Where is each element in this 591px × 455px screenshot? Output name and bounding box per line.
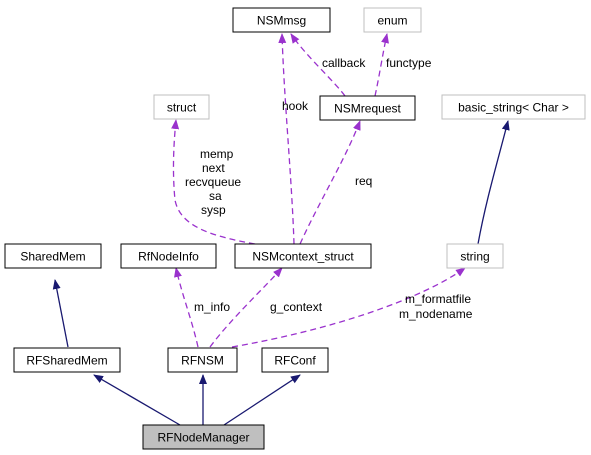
- node-rfnodeinfo[interactable]: RfNodeInfo: [120, 243, 217, 269]
- edge-string-to-basic-string: [477, 120, 510, 245]
- edge-rfnsm-to-string: [231, 267, 466, 348]
- label-sa: sa: [209, 189, 222, 203]
- node-basic-string-label: basic_string< Char >: [458, 101, 569, 115]
- label-m-nodename: m_nodename: [399, 307, 473, 321]
- node-string-label: string: [460, 250, 489, 264]
- node-rfconf[interactable]: RFConf: [261, 347, 329, 373]
- label-recvqueue: recvqueue: [185, 175, 241, 189]
- node-rfnsm[interactable]: RFNSM: [167, 347, 238, 373]
- edge-rfsharedmem-to-sharedmem: [52, 279, 69, 348]
- node-enum: enum: [363, 7, 422, 33]
- node-sharedmem-label: SharedMem: [20, 250, 85, 264]
- node-basic-string: basic_string< Char >: [441, 94, 586, 120]
- label-next: next: [202, 161, 225, 175]
- node-rfnodemanager[interactable]: RFNodeManager: [142, 424, 265, 450]
- label-callback: callback: [322, 56, 366, 70]
- label-req: req: [355, 174, 372, 188]
- label-m-info: m_info: [194, 300, 230, 314]
- inheritance-edges: [52, 120, 510, 426]
- node-nsmrequest[interactable]: NSMrequest: [319, 95, 416, 121]
- label-memp: memp: [200, 147, 234, 161]
- edge-nsmcontext-to-nsmrequest: [299, 120, 361, 245]
- node-rfnsm-label: RFNSM: [181, 354, 224, 368]
- node-nsmmsg-label: NSMmsg: [257, 14, 306, 28]
- edge-labels: callback functype hook memp next recvque…: [185, 56, 473, 321]
- edge-nsmrequest-to-nsmmsg: [290, 33, 346, 97]
- node-nsmrequest-label: NSMrequest: [334, 102, 401, 116]
- node-rfsharedmem[interactable]: RFSharedMem: [13, 347, 121, 373]
- label-hook: hook: [282, 99, 309, 113]
- node-sharedmem[interactable]: SharedMem: [4, 243, 102, 269]
- node-enum-label: enum: [377, 14, 407, 28]
- node-nsmcontext-label: NSMcontext_struct: [252, 250, 354, 264]
- edge-rfnodemanager-to-rfsharedmem: [93, 374, 181, 426]
- node-string: string: [446, 243, 504, 269]
- node-struct: struct: [153, 94, 210, 120]
- edge-rfnsm-to-nsmcontext: [209, 267, 283, 348]
- edge-nsmcontext-to-nsmmsg: [278, 33, 295, 245]
- edge-rfnsm-to-rfnodeinfo: [174, 267, 199, 348]
- edge-nsmcontext-to-struct: [171, 119, 256, 245]
- node-rfconf-label: RFConf: [274, 354, 316, 368]
- node-rfsharedmem-label: RFSharedMem: [26, 354, 107, 368]
- label-functype: functype: [386, 56, 432, 70]
- edge-rfnodemanager-to-rfconf: [223, 374, 301, 426]
- label-m-formatfile: m_formatfile: [405, 292, 471, 306]
- usage-edges: [171, 33, 466, 348]
- node-nsmmsg[interactable]: NSMmsg: [232, 7, 331, 33]
- edge-nsmrequest-to-enum: [374, 33, 389, 97]
- node-nsmcontext[interactable]: NSMcontext_struct: [234, 243, 372, 269]
- label-g-context: g_context: [270, 300, 323, 314]
- node-rfnodemanager-label: RFNodeManager: [157, 431, 249, 445]
- label-sysp: sysp: [201, 203, 226, 217]
- node-rfnodeinfo-label: RfNodeInfo: [138, 250, 199, 264]
- node-struct-label: struct: [167, 101, 197, 115]
